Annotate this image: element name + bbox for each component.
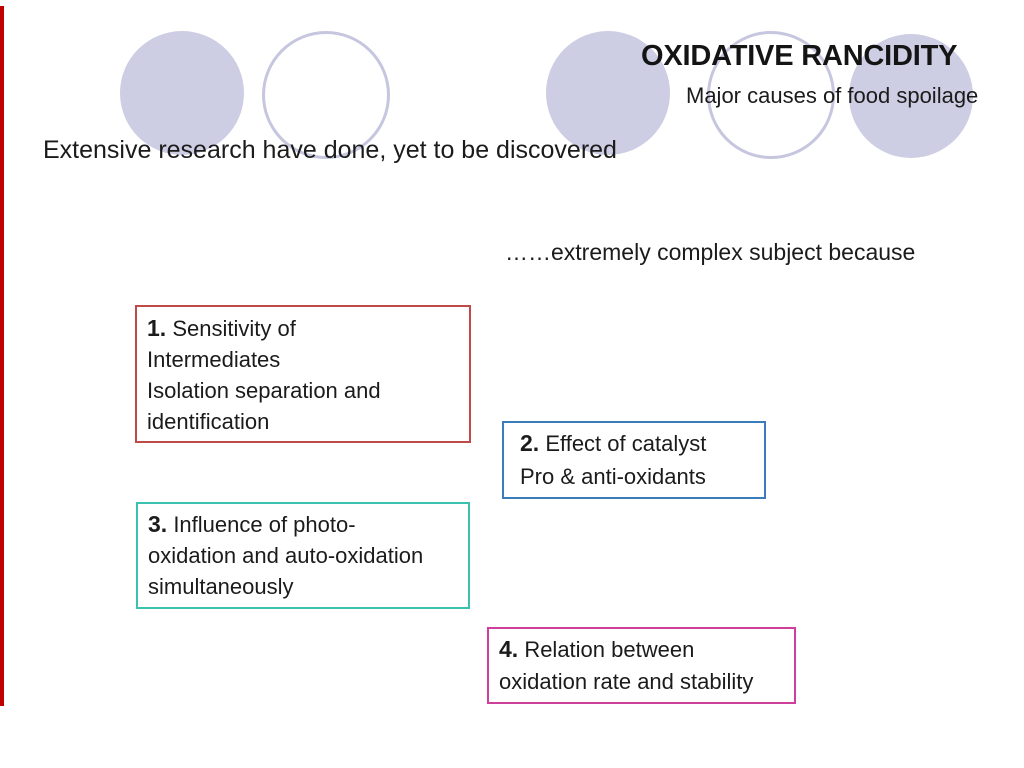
decorative-circle-outlined-1 <box>262 31 390 159</box>
reason-text: ……extremely complex subject because <box>505 239 916 265</box>
point-3-line-3: simultaneously <box>148 574 294 599</box>
point-4-number: 4. <box>499 636 519 662</box>
point-1-line-4: identification <box>147 409 270 434</box>
decorative-circle-filled-2 <box>546 31 670 155</box>
point-box-4: 4. Relation between oxidation rate and s… <box>487 627 796 704</box>
point-1-line-3: Isolation separation and <box>147 378 381 403</box>
point-3-number: 3. <box>148 511 168 537</box>
point-4-line-1: 4. Relation between <box>499 633 784 666</box>
point-3-line-1: 3. Influence of photo- <box>148 509 458 540</box>
point-box-3: 3. Influence of photo- oxidation and aut… <box>136 502 470 609</box>
point-4-line-2: oxidation rate and stability <box>499 669 754 694</box>
left-accent-bar <box>0 6 4 706</box>
point-2-line-1: 2. Effect of catalyst <box>520 427 748 460</box>
decorative-circle-outlined-2 <box>707 31 835 159</box>
point-2-text: Effect of catalyst <box>545 431 707 456</box>
point-1-number: 1. <box>147 315 167 341</box>
point-4-text: Relation between <box>524 637 695 662</box>
point-3-line-2: oxidation and auto-oxidation <box>148 543 424 568</box>
point-box-2: 2. Effect of catalyst Pro & anti-oxidant… <box>502 421 766 499</box>
decorative-circle-filled-3 <box>849 34 973 158</box>
point-1-line-2: Intermediates <box>147 347 281 372</box>
point-1-line-1: 1. Sensitivity of <box>147 313 459 344</box>
point-box-1: 1. Sensitivity of Intermediates Isolatio… <box>135 305 471 443</box>
statement-text: Extensive research have done, yet to be … <box>43 136 617 164</box>
point-3-text: Influence of photo- <box>173 512 356 537</box>
decorative-circle-filled-1 <box>120 31 244 155</box>
point-2-number: 2. <box>520 430 540 456</box>
slide-subtitle: Major causes of food spoilage <box>686 83 979 108</box>
point-2-line-2: Pro & anti-oxidants <box>520 464 706 489</box>
slide-title: OXIDATIVE RANCIDITY <box>641 40 958 72</box>
point-1-text: Sensitivity of <box>172 316 296 341</box>
